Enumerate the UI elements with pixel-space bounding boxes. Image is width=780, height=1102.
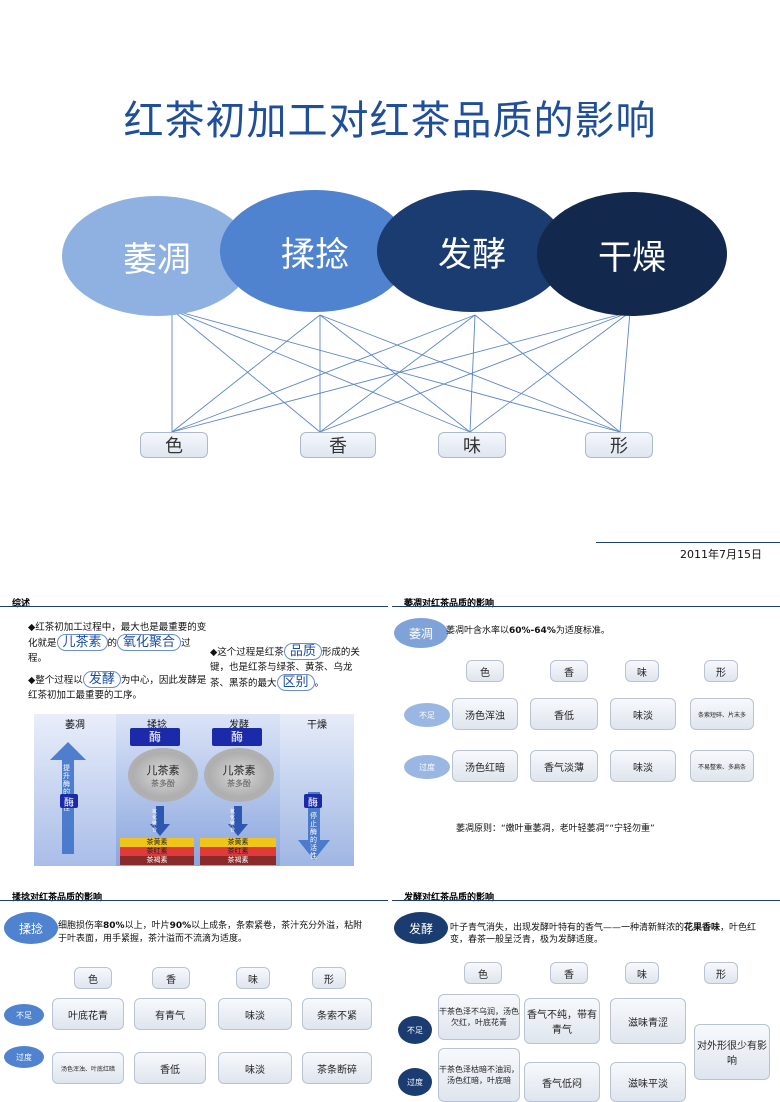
- quality-box-color: 色: [140, 432, 208, 458]
- diagram-col-drying: 干燥 酶 停止酶的活性: [280, 714, 354, 866]
- summary-heading: 综述: [12, 599, 31, 609]
- fermentation-cell: 滋味平淡: [610, 1062, 686, 1102]
- rolling-row-insufficient-label: 不足: [4, 1004, 44, 1026]
- rolling-cell: 茶条断碎: [302, 1052, 372, 1084]
- catechin-circle: 儿茶素 茶多酚: [204, 748, 274, 802]
- rolling-cell: 有青气: [134, 998, 206, 1030]
- stage-label: 干燥: [598, 237, 666, 278]
- fermentation-header-shape: 形: [704, 962, 738, 984]
- rolling-header-aroma: 香: [152, 967, 190, 989]
- rolling-heading: 揉捻对红茶品质的影响: [12, 893, 103, 903]
- process-diagram: 萎凋 提升酶的活性 酶 揉捻 酶 儿茶素 茶多酚 氧化聚合 发酵 酶 儿茶素 茶…: [34, 714, 354, 866]
- tag-fermentation: 发酵: [82, 671, 121, 688]
- arrow-down-icon: [298, 792, 330, 860]
- withering-header-aroma: 香: [550, 660, 588, 682]
- withering-cell: 汤色红暗: [452, 750, 518, 782]
- fermentation-desc: 叶子青气消失，出现发酵叶特有的香气——一种清新鲜浓的花果香味，叶色红变，春茶一般…: [450, 923, 757, 945]
- page-title: 红茶初加工对红茶品质的影响: [123, 98, 657, 144]
- enzyme-badge: 酶: [212, 728, 262, 746]
- pigment-stack-fermentation: 茶黄素 茶红素 茶褐素: [200, 838, 276, 865]
- fermentation-rule: [392, 900, 780, 901]
- withering-principle: 萎凋原则：“嫩叶重萎凋，老叶轻萎凋”“宁轻勿重”: [456, 824, 655, 834]
- enzyme-badge: 酶: [304, 794, 322, 809]
- tag-oxidation: 氧化聚合: [117, 634, 182, 651]
- withering-header-shape: 形: [704, 660, 738, 682]
- withering-row-insufficient-label: 不足: [404, 703, 450, 727]
- stage-quality-links: [171, 309, 631, 433]
- withering-cell: 香低: [530, 698, 598, 730]
- fermentation-cell: 干茶色泽枯暗不油润，汤色红暗，叶底暗: [438, 1048, 520, 1102]
- rolling-cell: 味淡: [218, 1052, 292, 1084]
- withering-label: 萎凋: [394, 618, 448, 648]
- withering-header-color: 色: [466, 660, 504, 682]
- rolling-label: 揉捻: [4, 912, 58, 944]
- withering-rule: [392, 606, 780, 607]
- quality-box-taste: 味: [438, 432, 506, 458]
- arrow-up-icon: [50, 742, 86, 854]
- withering-cell: 香气淡薄: [530, 750, 598, 782]
- stage-ellipse-drying: 干燥: [537, 192, 727, 316]
- rolling-cell: 香低: [134, 1052, 206, 1084]
- fermentation-header-taste: 味: [625, 962, 659, 984]
- arrow-down-text: 停止酶的活性: [310, 812, 317, 860]
- date-rule: [596, 542, 780, 543]
- rolling-header-taste: 味: [236, 967, 270, 989]
- rolling-cell: 汤色浑浊、叶底红暗: [52, 1052, 124, 1084]
- arrow-down-icon: [228, 806, 248, 836]
- fermentation-header-color: 色: [464, 962, 502, 984]
- fermentation-cell: 香气不纯，带有青气: [524, 998, 600, 1044]
- quality-box-shape: 形: [585, 432, 653, 458]
- stage-label: 萎凋: [123, 239, 191, 280]
- arrow-down-icon: [150, 806, 170, 836]
- fermentation-shape-note: 对外形很少有影响: [694, 1024, 770, 1080]
- enzyme-badge: 酶: [130, 728, 180, 746]
- summary-paragraph-3: ◆这个过程是红茶品质形成的关键，也是红茶与绿茶、黄茶、乌龙茶、黑茶的最大区别。: [210, 643, 360, 691]
- withering-cell: 味淡: [610, 750, 676, 782]
- withering-desc: 萎凋叶含水率以60%-64%为适度标准。: [446, 626, 610, 636]
- stage-label: 发酵: [438, 234, 506, 275]
- withering-header-taste: 味: [625, 660, 659, 682]
- tag-catechin: 儿茶素: [56, 634, 108, 651]
- withering-cell: 味淡: [610, 698, 676, 730]
- rolling-header-color: 色: [74, 967, 112, 989]
- summary-rule: [0, 606, 388, 607]
- catechin-circle: 儿茶素 茶多酚: [128, 748, 198, 802]
- rolling-cell: 叶底花青: [52, 998, 124, 1030]
- summary-paragraph-2: ◆整个过程以发酵为中心，因此发酵是红茶初加工最重要的工序。: [28, 671, 207, 701]
- fermentation-heading: 发酵对红茶品质的影响: [404, 893, 495, 903]
- tag-quality: 品质: [283, 643, 322, 660]
- withering-cell: 不易整索、多扁条: [690, 750, 754, 782]
- diagram-col-withering: 萎凋 提升酶的活性 酶: [34, 714, 116, 866]
- rolling-row-excessive-label: 过度: [4, 1046, 44, 1068]
- fermentation-header-aroma: 香: [550, 962, 588, 984]
- withering-cell: 汤色浑浊: [452, 698, 518, 730]
- rolling-desc: 细胞损伤率80%以上，叶片90%以上成条，条索紧卷，茶汁充分外溢，粘附于叶表面，…: [58, 921, 363, 944]
- withering-cell: 条索短碎、片末多: [690, 698, 754, 730]
- rolling-cell: 条索不紧: [302, 998, 372, 1030]
- rolling-header-shape: 形: [312, 967, 346, 989]
- fermentation-cell: 滋味青涩: [610, 998, 686, 1044]
- stage-label: 揉捻: [281, 234, 349, 275]
- quality-box-aroma: 香: [300, 432, 376, 458]
- enzyme-badge: 酶: [60, 794, 78, 809]
- summary-paragraph-1: ◆红茶初加工过程中，最大也是最重要的变化就是儿茶素的氧化聚合过程。: [28, 622, 207, 664]
- stage-ellipse-fermentation: 发酵: [377, 190, 567, 312]
- fermentation-row-excessive-label: 过度: [398, 1068, 432, 1096]
- rolling-cell: 味淡: [218, 998, 292, 1030]
- fermentation-cell: 干茶色泽不乌润，汤色欠红，叶底花青: [438, 994, 520, 1040]
- date-text: 2011年7月15日: [680, 548, 762, 561]
- pigment-stack-rolling: 茶黄素 茶红素 茶褐素: [120, 838, 194, 865]
- fermentation-label: 发酵: [394, 912, 448, 944]
- rolling-rule: [0, 900, 388, 901]
- withering-row-excessive-label: 过度: [404, 755, 450, 779]
- tag-difference: 区别: [276, 674, 315, 691]
- fermentation-cell: 香气低闷: [524, 1062, 600, 1102]
- fermentation-row-insufficient-label: 不足: [398, 1016, 432, 1044]
- withering-heading: 萎凋对红茶品质的影响: [404, 599, 495, 609]
